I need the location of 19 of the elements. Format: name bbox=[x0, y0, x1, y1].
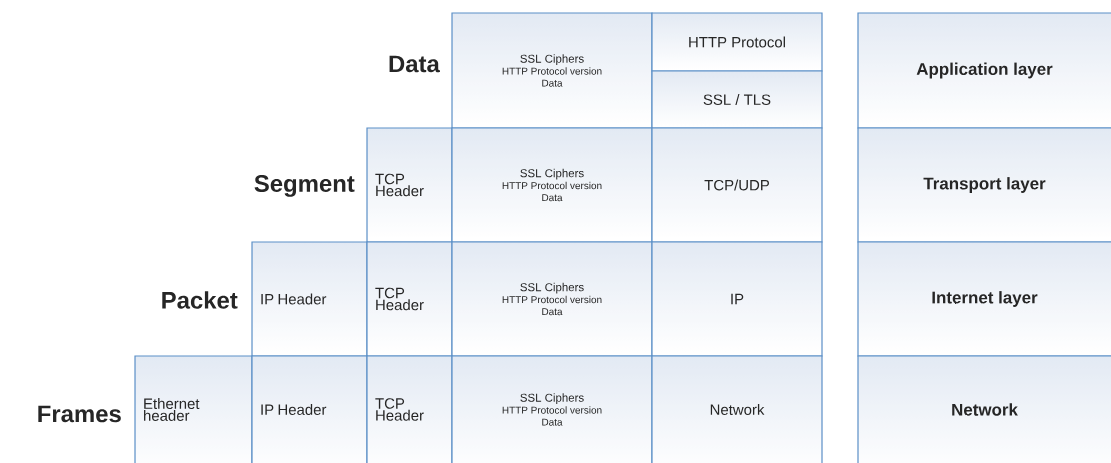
payload-cell: SSL Ciphers HTTP Protocol version Data bbox=[451, 12, 653, 129]
payload-cell: SSL Ciphers HTTP Protocol version Data bbox=[451, 355, 653, 463]
row-label: Data bbox=[389, 55, 440, 73]
header-cell: TCP Header bbox=[366, 127, 453, 243]
header-cell: TCP Header bbox=[366, 241, 453, 357]
protocol-cell: IP bbox=[651, 241, 823, 357]
row-label: Segment bbox=[254, 175, 355, 197]
layer-box: Transport layer bbox=[857, 127, 1111, 243]
header-cell: TCP Header bbox=[366, 355, 453, 463]
protocol-cell: Network bbox=[651, 355, 823, 463]
protocol-cell: SSL / TLS bbox=[651, 70, 823, 129]
layer-box: Network bbox=[857, 355, 1111, 463]
layer-box: Internet layer bbox=[857, 241, 1111, 357]
header-cell: IP Header bbox=[251, 355, 368, 463]
protocol-cell: HTTP Protocol bbox=[651, 12, 823, 72]
layer-box: Application layer bbox=[857, 12, 1111, 129]
row-label: Packet bbox=[162, 291, 238, 309]
header-cell: Ethernet header bbox=[134, 355, 253, 463]
header-cell: IP Header bbox=[251, 241, 368, 357]
